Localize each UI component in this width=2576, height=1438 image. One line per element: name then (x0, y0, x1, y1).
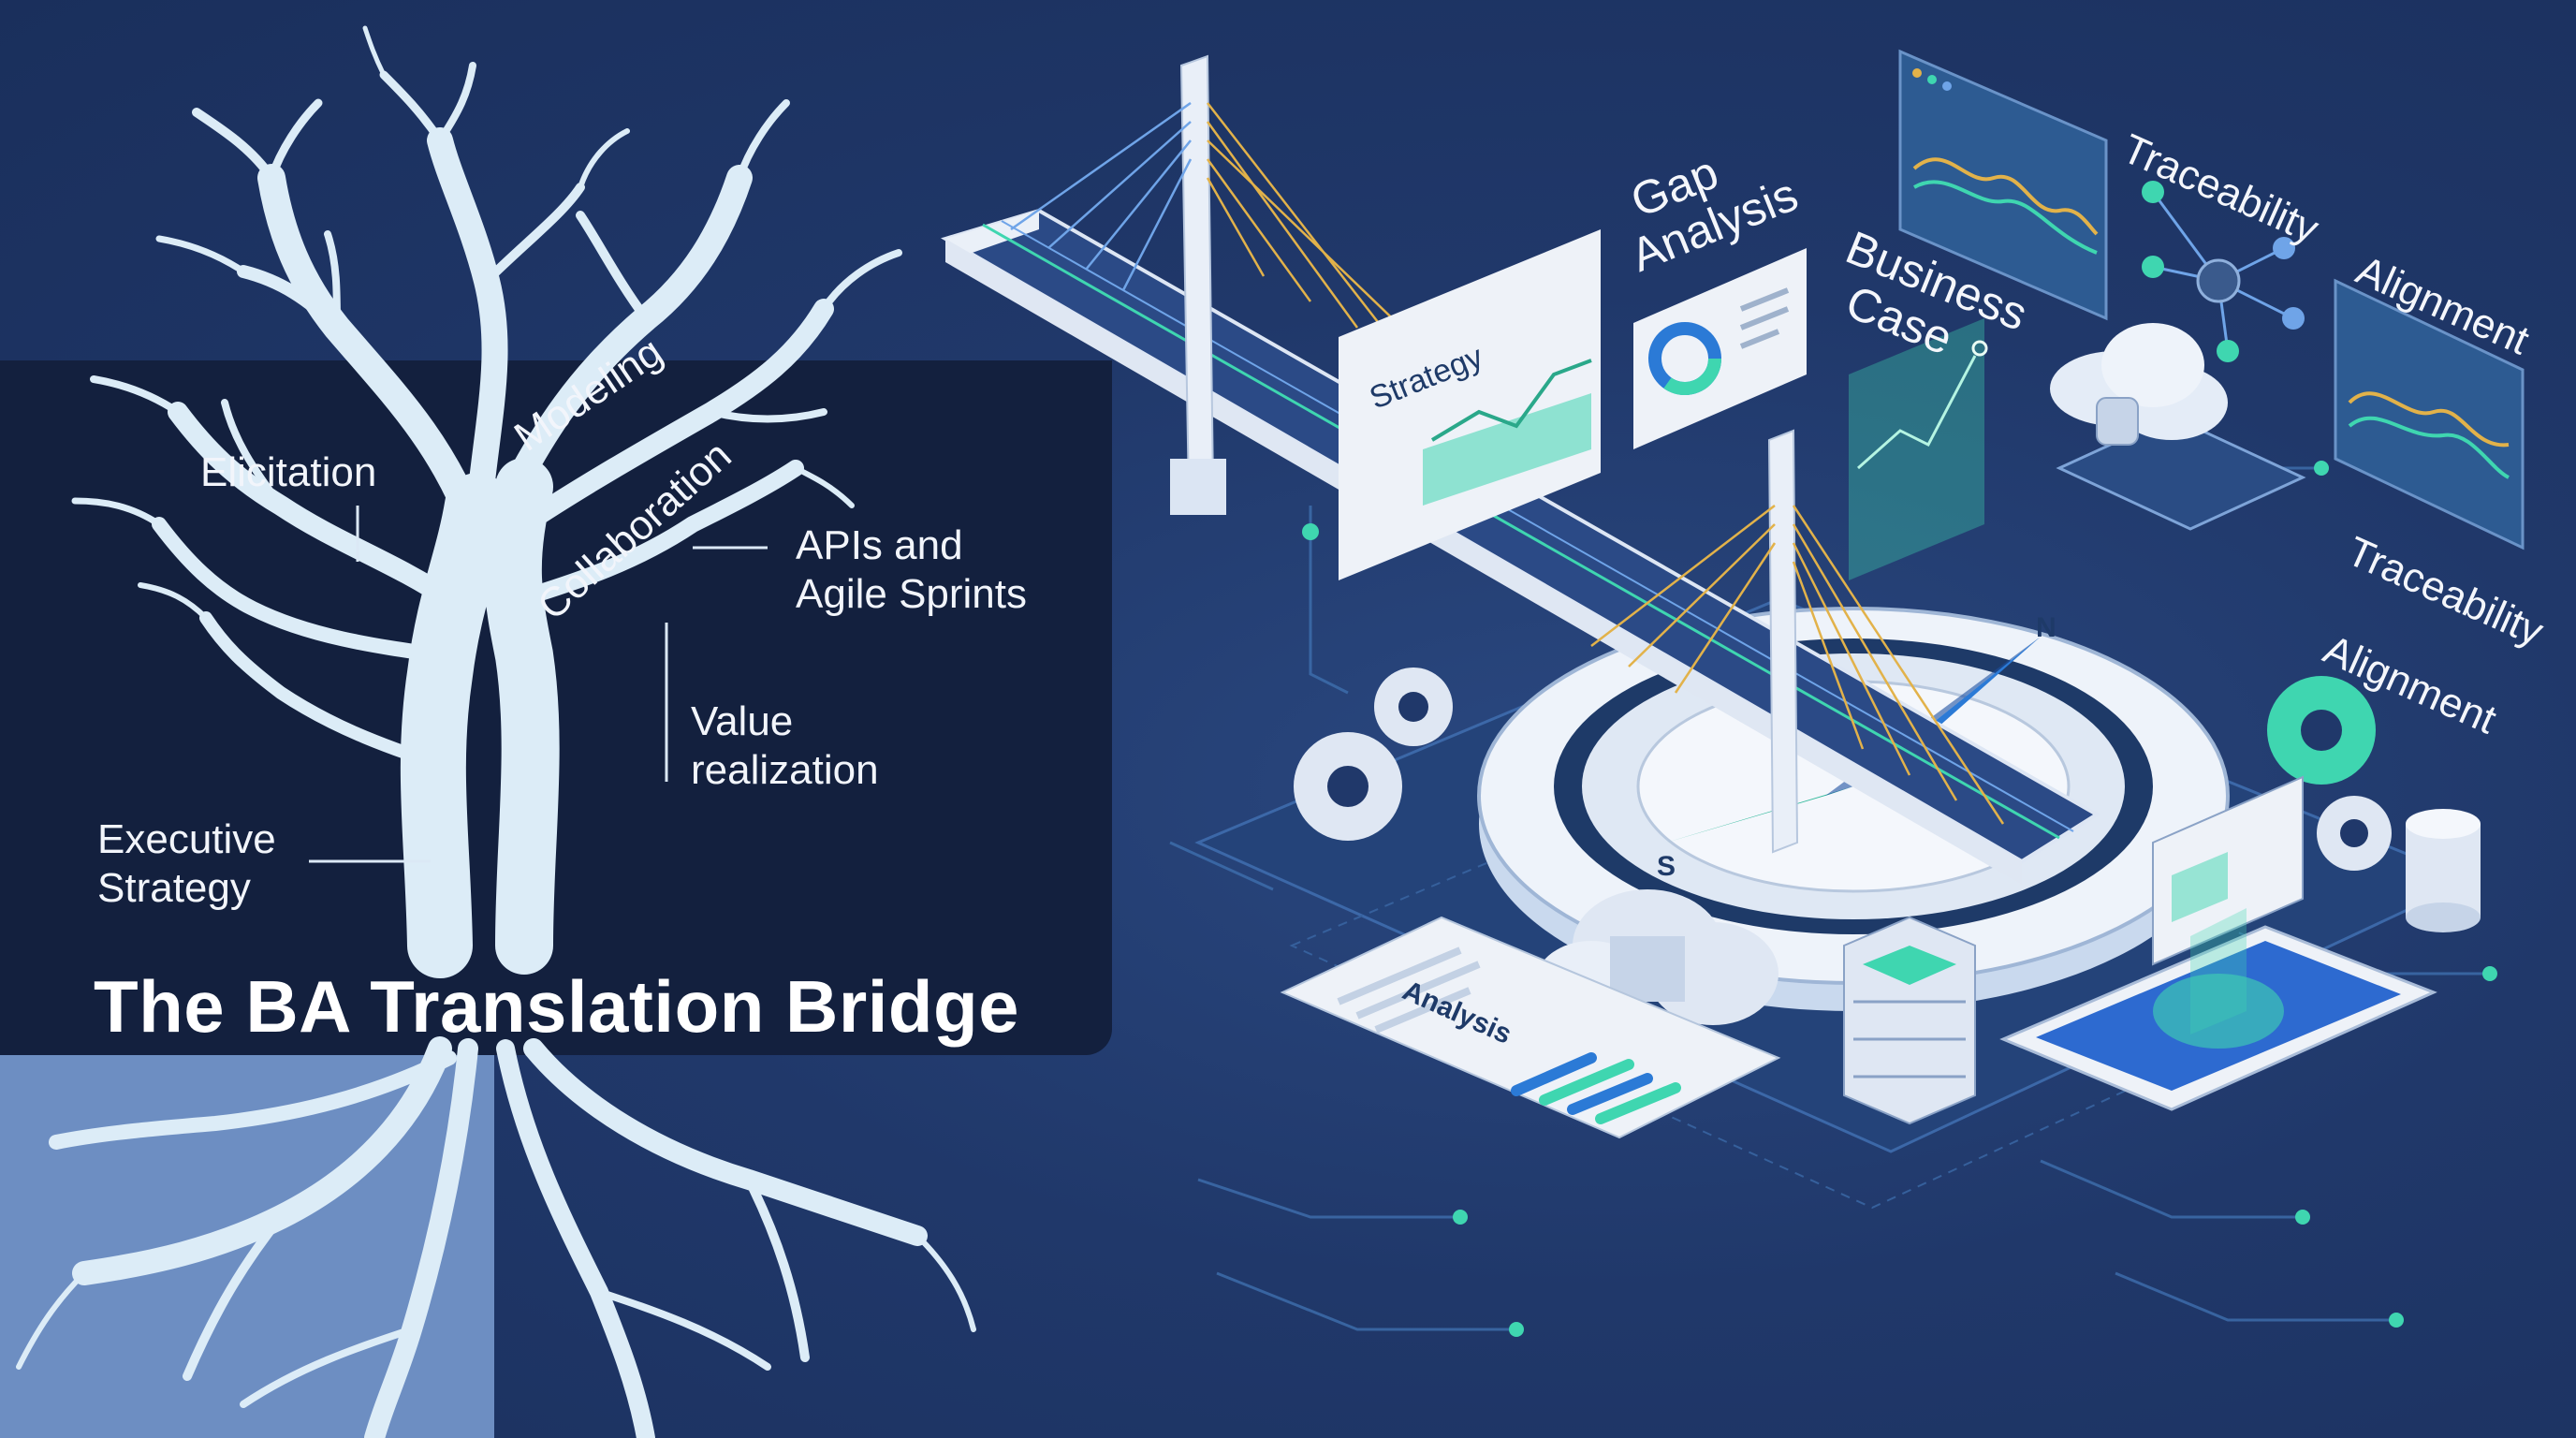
strategy-card (1339, 229, 1601, 580)
circuit-nodes (1302, 461, 2497, 1337)
label-apis-line2: Agile Sprints (796, 571, 1028, 617)
page-title: The BA Translation Bridge (94, 965, 1020, 1048)
tree-illustration (16, 25, 976, 1438)
label-apis-line1: APIs and (796, 522, 963, 568)
gap-analysis-card (1633, 248, 1807, 449)
cloud-database-icon (2050, 323, 2306, 531)
label-value-line1: Value (691, 698, 794, 744)
server-stack-icon (1843, 916, 1976, 1125)
dashboard-chart-icon-right (2334, 278, 2525, 550)
smartphone-icon (1999, 908, 2437, 1111)
label-elicitation: Elicitation (200, 449, 377, 495)
label-exec-line1: Executive (97, 816, 276, 862)
dashboard-chart-icon (1898, 49, 2108, 321)
network-node-icon (2142, 181, 2305, 362)
label-exec-line2: Strategy (97, 865, 251, 911)
compass-north: N (2036, 612, 2056, 643)
gear-icon (1294, 668, 2392, 871)
cable-stayed-bridge (940, 54, 2100, 885)
compass-south: S (1657, 851, 1676, 882)
business-case-chart (1849, 318, 1988, 580)
label-value-line2: realization (691, 747, 879, 793)
database-cylinder-icon (2406, 809, 2481, 932)
analysis-card (1280, 916, 1781, 1139)
browser-window-icon (2152, 775, 2304, 966)
